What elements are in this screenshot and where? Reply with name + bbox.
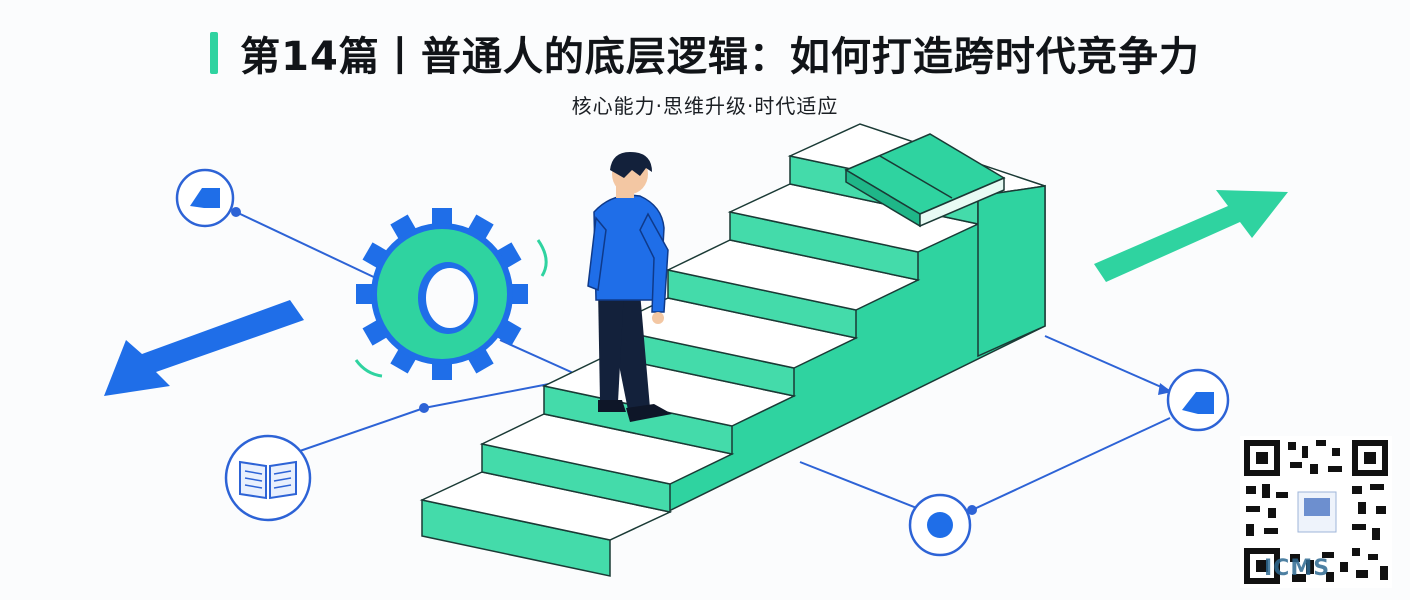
watermark-text: ICMS [1264, 556, 1331, 581]
title-row: 第14篇丨普通人的底层逻辑：如何打造跨时代竞争力 [0, 24, 1410, 82]
bookmark-icon [175, 168, 235, 228]
qr-code [1240, 436, 1392, 588]
page-title: 第14篇丨普通人的底层逻辑：如何打造跨时代竞争力 [240, 34, 1200, 80]
book-icon [844, 133, 1006, 228]
title-accent-bar [210, 32, 219, 74]
arrow-right-icon [1094, 190, 1288, 282]
bookmark-icon-right [1166, 368, 1230, 432]
open-book-icon [224, 434, 312, 522]
target-icon [908, 493, 972, 557]
person-figure [587, 152, 672, 422]
arrow-left-icon [104, 300, 304, 396]
page-subtitle: 核心能力·思维升级·时代适应 [571, 94, 839, 118]
gear-icon [356, 208, 528, 380]
